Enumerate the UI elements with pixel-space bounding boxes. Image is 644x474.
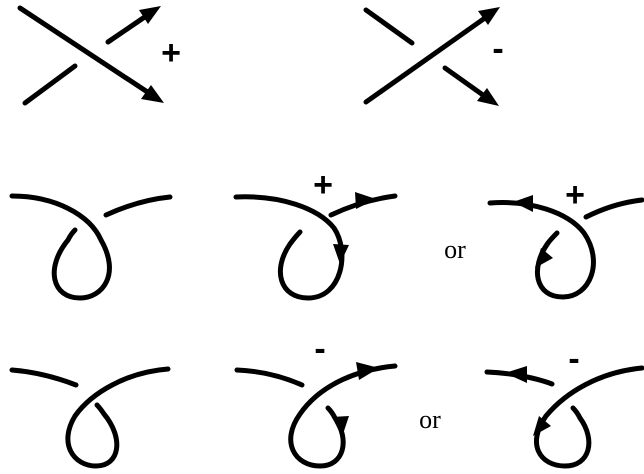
kink-loop-strand bbox=[534, 365, 644, 469]
kink-under-strand bbox=[103, 194, 173, 218]
arrowhead-icon bbox=[535, 248, 553, 268]
arrowhead-icon bbox=[355, 192, 376, 209]
arrowhead-icon bbox=[533, 416, 551, 436]
kink-under-strand bbox=[234, 367, 305, 388]
positive-crossing: + bbox=[17, 5, 181, 106]
arrowhead-icon bbox=[477, 88, 499, 106]
kink-loop-strand bbox=[288, 363, 398, 469]
positive-crossing-sign: + bbox=[161, 34, 181, 72]
arrowhead-icon bbox=[333, 244, 349, 264]
or-label: or bbox=[444, 235, 466, 264]
kink-loop-strand bbox=[65, 366, 171, 469]
or-label: or bbox=[419, 405, 441, 434]
kink-loop-strand bbox=[9, 193, 112, 301]
negative-kink-unoriented bbox=[9, 366, 171, 469]
crossing-over-strand bbox=[17, 5, 158, 100]
crossing-over-strand bbox=[363, 10, 495, 105]
arrowhead-icon bbox=[139, 6, 161, 24]
kink-under-strand bbox=[583, 197, 644, 220]
positive-kink-option-b: + bbox=[487, 176, 644, 300]
negative-kink-option-b: - bbox=[484, 340, 644, 469]
positive-kink-a-sign: + bbox=[313, 166, 333, 204]
positive-kink-unoriented bbox=[9, 193, 173, 301]
negative-kink-b-sign: - bbox=[568, 340, 579, 378]
kink-loop-strand bbox=[233, 194, 345, 301]
negative-crossing-sign: - bbox=[492, 30, 503, 68]
arrowhead-icon bbox=[505, 366, 527, 383]
kink-loop-strand bbox=[487, 200, 596, 300]
arrowhead-icon bbox=[478, 7, 500, 25]
negative-kink-a-sign: - bbox=[314, 330, 325, 368]
arrowhead-icon bbox=[356, 362, 379, 380]
positive-kink-option-a: + bbox=[233, 166, 398, 301]
crossing-under-strand-lower bbox=[22, 63, 78, 106]
negative-kink-option-a: - bbox=[234, 330, 398, 469]
negative-crossing: - bbox=[363, 7, 504, 106]
arrowhead-icon bbox=[513, 195, 533, 212]
positive-kink-b-sign: + bbox=[565, 176, 585, 214]
crossing-under-strand-upper bbox=[363, 7, 415, 46]
kink-under-strand bbox=[9, 367, 79, 388]
arrowhead-icon bbox=[141, 85, 164, 103]
arrowhead-icon bbox=[332, 416, 349, 437]
